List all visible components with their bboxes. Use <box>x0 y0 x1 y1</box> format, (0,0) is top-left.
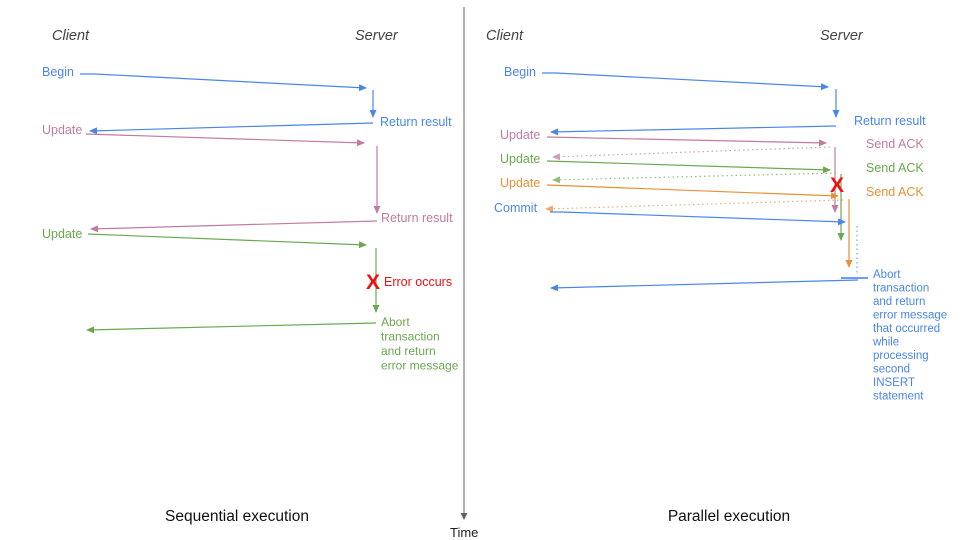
svg-text:transaction: transaction <box>381 330 440 344</box>
svg-text:second: second <box>873 364 910 376</box>
left-return-result-2-label: Return result <box>381 211 453 225</box>
right-commit-request-arrow <box>550 211 846 226</box>
sequential-diagram: Client Server Begin Return result Update… <box>42 28 459 525</box>
svg-text:error message: error message <box>873 310 947 322</box>
right-send-ack-3-label: Send ACK <box>866 185 924 199</box>
left-return-2-arrow <box>90 220 378 233</box>
left-abort-return-arrow <box>86 322 377 334</box>
left-abort-message: Abort transaction and return error messa… <box>381 315 459 373</box>
time-axis-label: Time <box>450 525 478 540</box>
svg-text:that occurred: that occurred <box>873 323 940 335</box>
right-begin-label: Begin <box>504 65 536 79</box>
left-return-result-1-label: Return result <box>380 115 452 129</box>
left-client-header: Client <box>52 28 90 44</box>
right-commit-label: Commit <box>494 201 538 215</box>
right-update-2-request-arrow <box>546 160 831 174</box>
svg-text:and return: and return <box>381 344 436 358</box>
svg-text:while: while <box>872 337 899 349</box>
right-server-header: Server <box>820 28 864 44</box>
left-update-2-label: Update <box>42 227 82 241</box>
right-send-ack-2-label: Send ACK <box>866 161 924 175</box>
left-server-header: Server <box>355 28 399 44</box>
right-ack-3-dotted-arrow <box>545 199 844 213</box>
svg-text:transaction: transaction <box>873 283 929 295</box>
right-return-arrow <box>550 125 837 136</box>
right-update-2-label: Update <box>500 152 540 166</box>
right-update-1-label: Update <box>500 128 540 142</box>
right-update-3-label: Update <box>500 176 540 190</box>
right-send-ack-1-label: Send ACK <box>866 137 924 151</box>
right-ack-2-dotted-arrow <box>552 172 837 184</box>
left-error-occurs-label: Error occurs <box>384 275 452 289</box>
right-begin-request-arrow <box>542 72 829 91</box>
right-update-3-request-arrow <box>546 184 839 200</box>
left-update-1-label: Update <box>42 123 82 137</box>
sequential-caption: Sequential execution <box>165 508 309 525</box>
svg-text:and return: and return <box>873 296 925 308</box>
svg-text:INSERT: INSERT <box>873 377 915 389</box>
parallel-caption: Parallel execution <box>668 508 790 525</box>
right-abort-return-arrow <box>550 279 859 292</box>
left-update-1-request-arrow <box>85 133 365 147</box>
left-begin-label: Begin <box>42 65 74 79</box>
right-error-x-icon: X <box>830 174 844 197</box>
right-return-result-label: Return result <box>854 114 926 128</box>
right-ack-1-dotted-arrow <box>552 146 831 161</box>
right-client-header: Client <box>486 28 524 44</box>
right-update-1-request-arrow <box>546 136 827 147</box>
parallel-diagram: Client Server Begin Return result Update… <box>486 28 947 525</box>
left-begin-request-arrow <box>80 73 367 92</box>
right-abort-message: Abort transaction and return error messa… <box>872 269 947 403</box>
svg-text:processing: processing <box>873 350 929 362</box>
left-error-x-icon: X <box>366 271 380 294</box>
left-update-2-request-arrow <box>87 233 367 249</box>
svg-text:statement: statement <box>873 391 924 403</box>
svg-text:Abort: Abort <box>381 315 410 329</box>
left-return-1-arrow <box>89 122 374 135</box>
svg-text:Abort: Abort <box>873 269 901 281</box>
svg-text:error message: error message <box>381 359 459 373</box>
